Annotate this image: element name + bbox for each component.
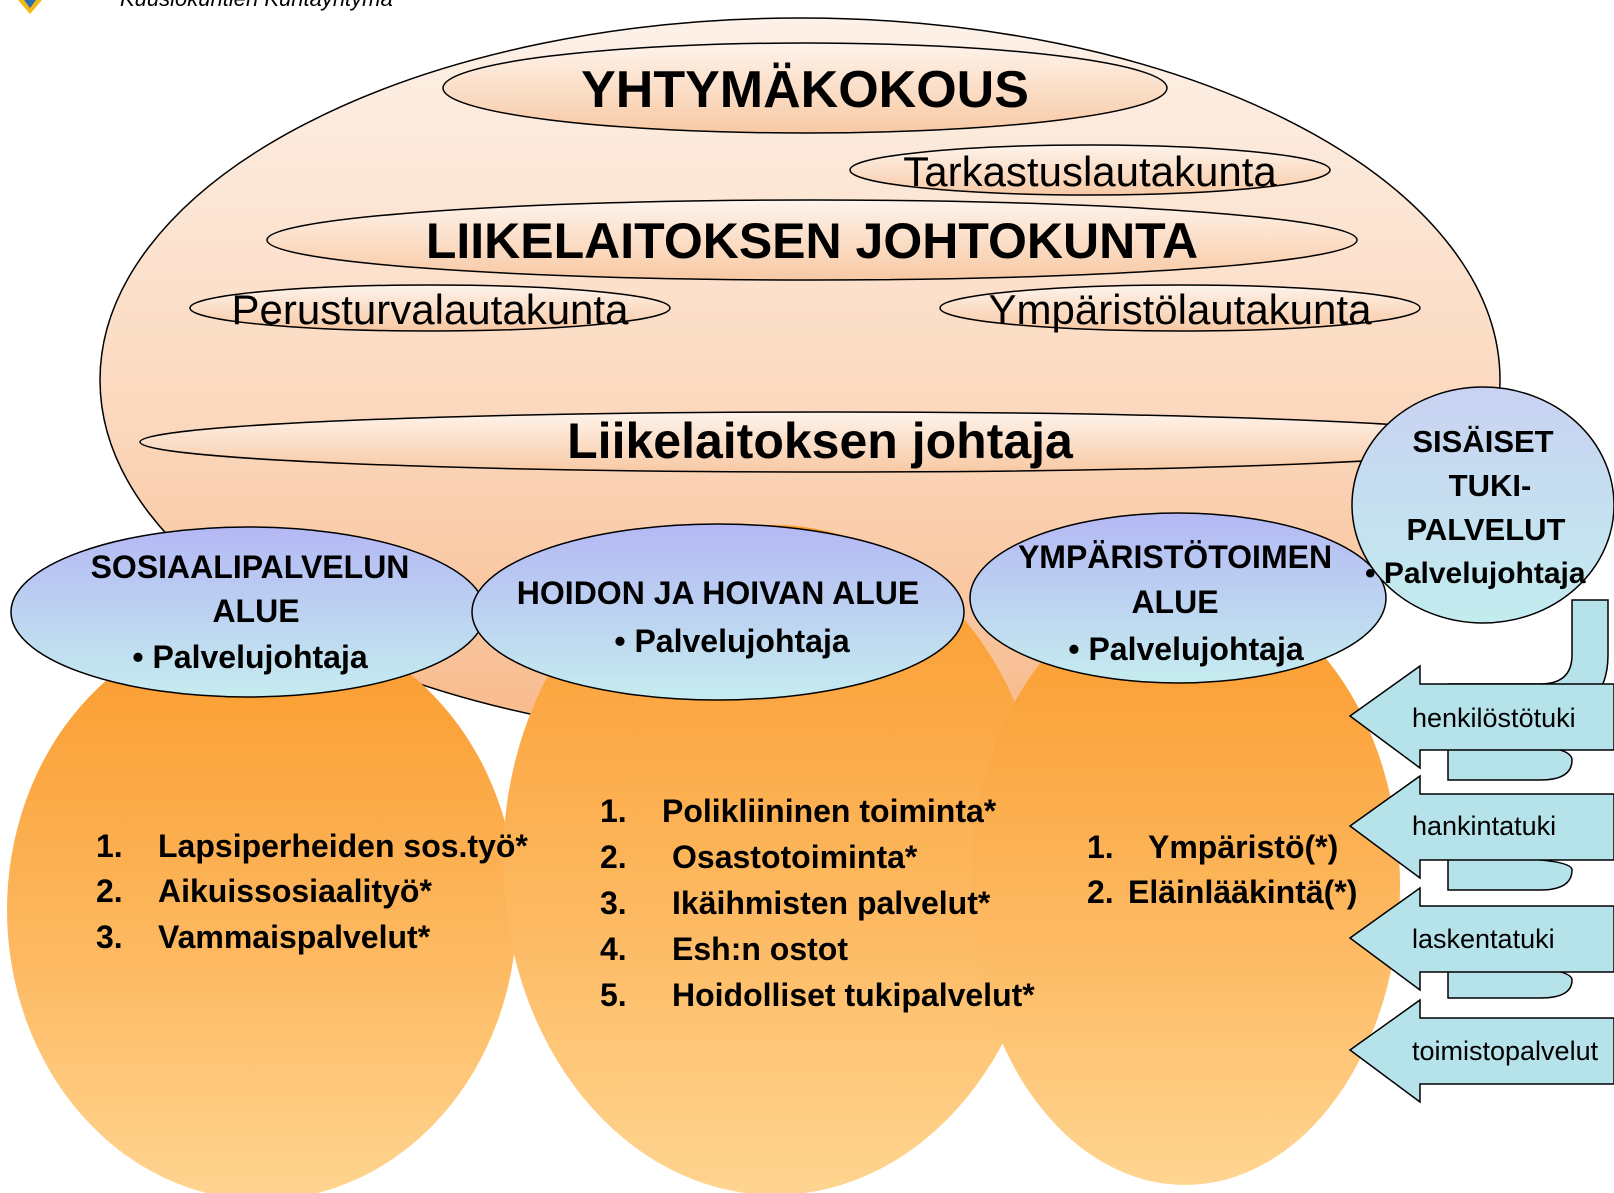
support-arrow-label: hankintatuki xyxy=(1412,811,1556,841)
board-label: LIIKELAITOKSEN JOHTOKUNTA xyxy=(426,213,1198,269)
list-item: Hoidolliset tukipalvelut* xyxy=(672,977,1035,1013)
assembly-label: YHTYMÄKOKOUS xyxy=(581,61,1029,119)
list-item: Esh:n ostot xyxy=(672,931,848,967)
assembly-pill xyxy=(442,42,1168,134)
list-item-number: 3. xyxy=(96,919,123,955)
social-area-title-line2: ALUE xyxy=(212,593,299,629)
list-item-number: 1. xyxy=(1087,829,1114,865)
support-arrows: henkilöstötuki hankintatuki laskentatuki… xyxy=(1348,664,1614,1104)
social-area-title-line1: SOSIAALIPALVELUN xyxy=(91,549,410,585)
list-item-number: 2. xyxy=(1087,874,1114,910)
environment-board-pill xyxy=(939,284,1421,332)
support-arrow-hr: henkilöstötuki xyxy=(1348,664,1614,770)
support-manager: • Palvelujohtaja xyxy=(1365,557,1586,590)
list-item: Eläinlääkintä(*) xyxy=(1128,874,1357,910)
environment-area-title-line2: ALUE xyxy=(1131,584,1218,620)
list-item: Ympäristö(*) xyxy=(1148,829,1338,865)
list-item-number: 2. xyxy=(96,873,123,909)
list-item-number: 3. xyxy=(600,885,627,921)
list-item-number: 4. xyxy=(600,931,627,967)
logo-text: Kuusiokuntien Kuntayhtymä xyxy=(120,0,393,11)
basic-security-board-pill xyxy=(189,284,671,332)
environment-area-manager: • Palvelujohtaja xyxy=(1068,631,1303,667)
list-item-number: 2. xyxy=(600,839,627,875)
care-area-header xyxy=(471,523,965,701)
support-title-line3: PALVELUT xyxy=(1406,512,1565,547)
care-area-list: 1. Polikliininen toiminta* 2. Osastotoim… xyxy=(600,793,1035,1013)
logo: Kuusiokuntien Kuntayhtymä xyxy=(18,0,393,14)
list-item: Osastotoiminta* xyxy=(672,839,918,875)
support-title-line2: TUKI- xyxy=(1449,468,1532,503)
list-item-number: 5. xyxy=(600,977,627,1013)
support-title-line1: SISÄISET xyxy=(1412,424,1553,459)
list-item: Polikliininen toiminta* xyxy=(662,793,997,829)
list-item: Ikäihmisten palvelut* xyxy=(672,885,991,921)
care-area-manager: • Palvelujohtaja xyxy=(614,623,849,659)
support-arrow-label: toimistopalvelut xyxy=(1412,1036,1599,1066)
list-item: Vammaispalvelut* xyxy=(158,919,431,955)
list-item-number: 1. xyxy=(96,828,123,864)
audit-board-pill xyxy=(849,144,1331,196)
environment-board-label: Ympäristölautakunta xyxy=(989,286,1373,333)
social-area-circle xyxy=(7,620,517,1193)
environment-area-list: 1. Ympäristö(*) 2. Eläinlääkintä(*) xyxy=(1087,829,1357,910)
list-item-number: 1. xyxy=(600,793,627,829)
audit-board-label: Tarkastuslautakunta xyxy=(903,148,1277,195)
support-arrow-procurement: hankintatuki xyxy=(1348,774,1614,880)
basic-security-board-label: Perusturvalautakunta xyxy=(232,286,630,333)
list-item: Lapsiperheiden sos.työ* xyxy=(158,828,528,864)
environment-area-header xyxy=(969,512,1387,684)
board-pill xyxy=(266,199,1358,281)
list-item: Aikuissosiaalityö* xyxy=(158,873,432,909)
support-arrow-label: henkilöstötuki xyxy=(1412,703,1576,733)
social-area-list: 1. Lapsiperheiden sos.työ* 2. Aikuissosi… xyxy=(96,828,528,955)
environment-area-circle xyxy=(970,585,1400,1185)
director-label: Liikelaitoksen johtaja xyxy=(567,413,1074,469)
support-arrow-accounting: laskentatuki xyxy=(1348,886,1614,992)
support-services-circle xyxy=(1351,386,1614,624)
support-arrow-office: toimistopalvelut xyxy=(1348,998,1614,1104)
social-area-manager: • Palvelujohtaja xyxy=(132,639,367,675)
support-arrow-label: laskentatuki xyxy=(1412,924,1555,954)
environment-area-title-line1: YMPÄRISTÖTOIMEN xyxy=(1018,539,1332,575)
care-area-title-line1: HOIDON JA HOIVAN ALUE xyxy=(517,575,919,611)
